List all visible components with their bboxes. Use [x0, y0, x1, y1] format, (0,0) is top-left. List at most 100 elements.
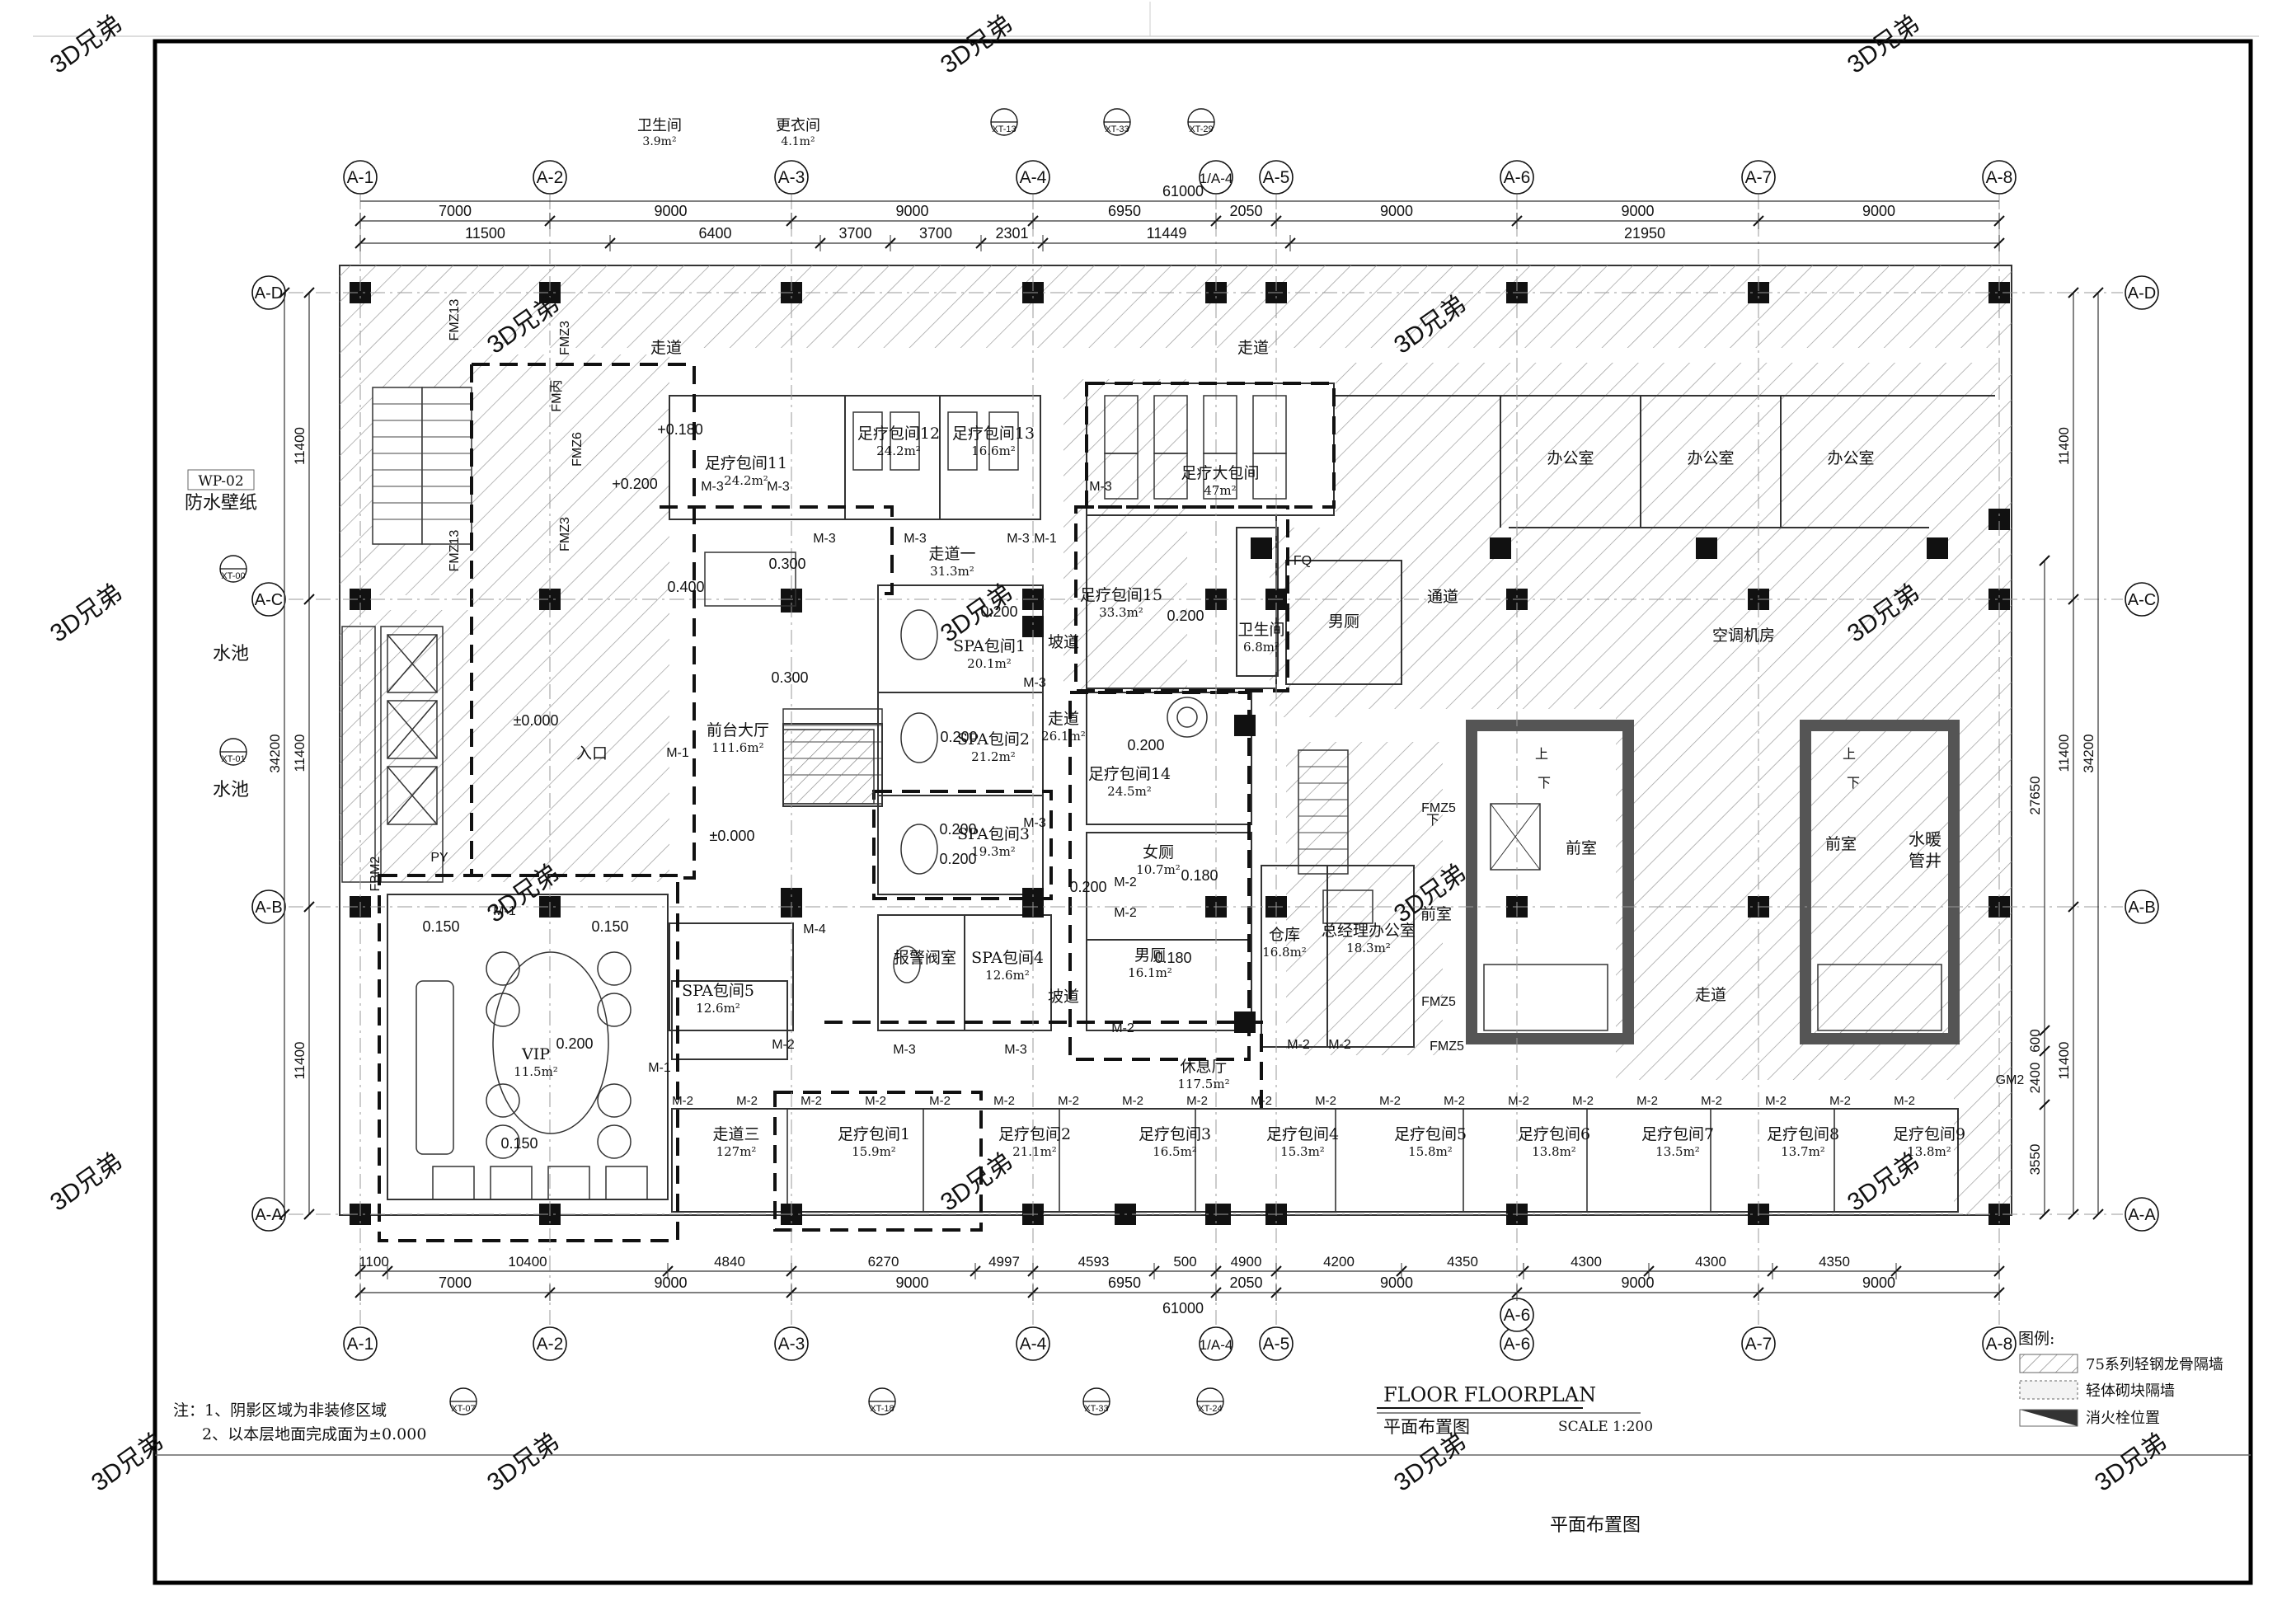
door-tag: M-2 [865, 1094, 886, 1108]
door-tag: 下 [1538, 777, 1551, 791]
room: 办公室 [1827, 449, 1874, 467]
pool-label-1: 水池 [213, 644, 249, 664]
grid-row-label: A-D [255, 284, 283, 303]
door-tag: M-3 [893, 1043, 916, 1057]
dim-label: 4350 [1819, 1254, 1850, 1270]
dim-total-top: 61000 [1162, 183, 1204, 199]
furniture [416, 395, 1373, 1200]
level-mark: +0.180 [657, 421, 703, 438]
watermark: 3D兄弟 [936, 1148, 1017, 1216]
door-tag: M-1 [493, 904, 516, 918]
room: 前室 [1825, 835, 1857, 853]
level-mark: 0.180 [1181, 867, 1218, 884]
grid-row-label: A-A [2128, 1206, 2156, 1224]
door-tag: M-2 [1186, 1094, 1208, 1108]
stair-left [372, 387, 472, 545]
dim-label: 6950 [1108, 1274, 1141, 1291]
dim-label: 4300 [1695, 1254, 1726, 1270]
level-mark: ±0.000 [710, 828, 755, 844]
room-area: 31.3m² [930, 564, 974, 579]
column [1927, 537, 1948, 559]
room-area: 24.5m² [1107, 784, 1152, 799]
door-tag: M-2 [1701, 1094, 1722, 1108]
legend-heading: 图例: [2018, 1330, 2054, 1348]
grid-row-label: A-C [2128, 591, 2156, 609]
sheet-caption: 平面布置图 [1550, 1515, 1641, 1536]
door-tag: M-3 [1089, 480, 1112, 494]
room-name: 通道 [1427, 588, 1458, 606]
elevator-bank-left [387, 634, 438, 825]
left-labels: WP-02 防水壁纸 水池 水池 [185, 469, 257, 800]
room-area: 117.5m² [1177, 1077, 1229, 1091]
core-right [1800, 720, 1960, 1044]
level-mark: 0.300 [768, 556, 805, 572]
door-tag: M-2 [772, 1038, 795, 1052]
grid-bubble-col: A-5 [1259, 160, 1294, 195]
grid-col-label: A-8 [1986, 1335, 2013, 1354]
grid-col-label: A-4 [1020, 168, 1047, 187]
legend-item-2: 轻体砌块隔墙 [2086, 1382, 2175, 1400]
room-name: SPA包间4 [971, 949, 1044, 967]
room-name: SPA包间2 [957, 730, 1030, 749]
room-name: 足疗包间3 [1139, 1125, 1211, 1143]
door-tag: 上 [1535, 747, 1548, 762]
room: 前室 [1420, 905, 1452, 923]
grid-bubble-row: A-A [2125, 1197, 2159, 1232]
room-name: 入口 [576, 744, 608, 763]
room-name: 足疗包间9 [1893, 1125, 1965, 1143]
level-mark: 0.150 [500, 1135, 538, 1152]
door-tag: M-1 [648, 1061, 671, 1075]
watermark: 3D兄弟 [936, 10, 1017, 78]
room-area: 13.7m² [1781, 1144, 1825, 1159]
watermark: 3D兄弟 [45, 10, 127, 78]
legend-item-3: 消火栓位置 [2086, 1410, 2160, 1427]
scope-outlines [378, 363, 1336, 1242]
room-area: 16.6m² [971, 444, 1016, 458]
column [1251, 537, 1272, 559]
room-name: VIP [521, 1045, 550, 1063]
grid-col-label: A-6 [1504, 1335, 1531, 1354]
dim-label: 6400 [698, 225, 731, 242]
room: 办公室 [1687, 449, 1734, 467]
notes: 注：1、阴影区域为非装修区域 2、以本层地面完成面为±0.000 [173, 1401, 426, 1443]
grid-bubble-row: A-B [251, 889, 286, 924]
door-tag: M-2 [993, 1094, 1015, 1108]
dim-label: 11400 [2056, 427, 2072, 465]
room-area: 10.7m² [1136, 862, 1181, 877]
dim-label: 11400 [292, 734, 308, 772]
room-area: 16.1m² [1128, 965, 1172, 980]
section-callout: XT-18 [868, 1387, 896, 1415]
door-tag: M-1 [666, 746, 689, 760]
room-area: 18.3m² [1346, 941, 1391, 955]
grid-col-label: A-5 [1263, 168, 1290, 187]
room-area: 6.8m² [1243, 640, 1279, 655]
section-callout: XT-00 [219, 555, 247, 583]
door-tag: M-2 [1114, 906, 1137, 920]
room-name: 足疗包间5 [1394, 1125, 1467, 1143]
note-1: 注：1、阴影区域为非装修区域 [173, 1401, 387, 1420]
room-name: 足疗包间11 [705, 454, 787, 472]
door-tag: M-2 [1111, 1021, 1134, 1035]
title-block: FLOOR FLOORPLAN 平面布置图 SCALE 1:200 平面布置图 [1377, 1383, 1653, 1536]
room-area: 26.1m² [1041, 729, 1086, 744]
grid-bubble-col: A-6 [1500, 1298, 1534, 1332]
room-name: 足疗包间8 [1767, 1125, 1839, 1143]
level-mark: 0.150 [422, 918, 459, 935]
core-left [1466, 720, 1634, 1044]
level-mark: 0.300 [771, 669, 808, 686]
room-name: 休息厅 [1180, 1058, 1227, 1076]
